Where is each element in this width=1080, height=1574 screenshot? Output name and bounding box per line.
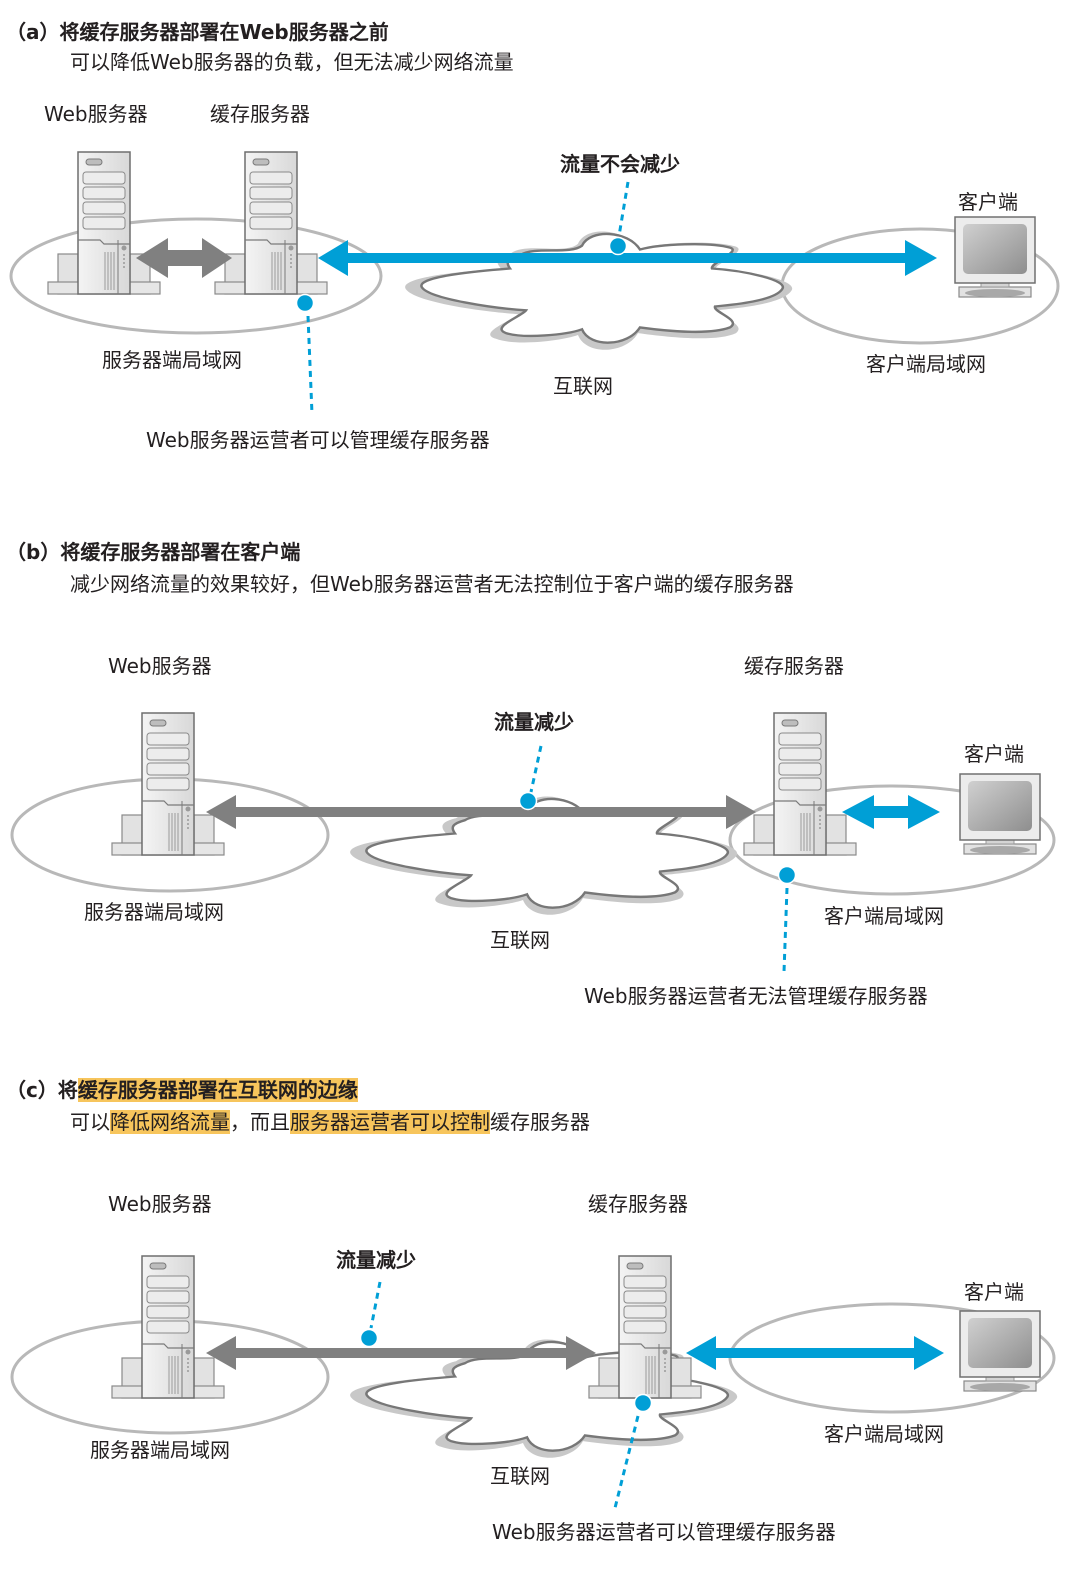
client-lan-label: 客户端局域网	[824, 1422, 944, 1446]
section-a-subtitle: 可以降低Web服务器的负载，但无法减少网络流量	[70, 50, 514, 74]
traffic-note-dot	[518, 791, 538, 811]
internet-cloud	[403, 230, 794, 352]
server-lan-label: 服务器端局域网	[90, 1438, 230, 1462]
operator-note-dot	[633, 1393, 653, 1413]
operator-note-leader	[306, 315, 314, 415]
server-lan-label: 服务器端局域网	[102, 348, 242, 372]
traffic-note-leader	[529, 745, 543, 793]
section-c-subtitle-highlight-1: 降低网络流量	[110, 1110, 230, 1134]
operator-note-leader	[612, 1415, 640, 1513]
section-a-diagram	[9, 151, 1060, 415]
section-a-title: （a）将缓存服务器部署在Web服务器之前	[6, 20, 389, 44]
lan-arrow-blue	[842, 795, 940, 829]
cache-server-label: 缓存服务器	[588, 1192, 688, 1216]
traffic-note: 流量不会减少	[560, 152, 680, 176]
cache-server-icon	[214, 151, 328, 295]
section-c-title-highlight: 缓存服务器部署在互联网的边缘	[77, 1078, 358, 1102]
lan-arrow-blue	[686, 1336, 944, 1370]
web-server-label: Web服务器	[44, 102, 148, 126]
web-server-label: Web服务器	[108, 654, 212, 678]
traffic-note-leader	[617, 181, 630, 237]
server-lan-ellipse	[9, 217, 383, 335]
internet-label: 互联网	[490, 928, 550, 952]
web-server-icon	[47, 151, 161, 295]
client-label: 客户端	[964, 742, 1024, 766]
cache-server-label: 缓存服务器	[210, 102, 310, 126]
internet-label: 互联网	[490, 1464, 550, 1488]
traffic-note-leader	[369, 1281, 382, 1329]
server-lan-label: 服务器端局域网	[84, 900, 224, 924]
section-c-subtitle: 可以降低网络流量，而且服务器运营者可以控制缓存服务器	[70, 1106, 590, 1135]
section-c-subtitle-part3: 缓存服务器	[490, 1110, 590, 1134]
operator-note-dot	[295, 293, 315, 313]
client-label: 客户端	[958, 190, 1018, 214]
section-b-diagram	[10, 712, 1056, 973]
cache-server-icon	[588, 1255, 702, 1399]
traffic-note-dot	[608, 236, 628, 256]
operator-note: Web服务器运营者可以管理缓存服务器	[146, 428, 490, 452]
cache-server-icon	[743, 712, 857, 856]
lan-arrow-gray	[136, 238, 232, 278]
operator-note-leader	[782, 887, 789, 973]
traffic-note-dot	[359, 1328, 379, 1348]
client-lan-label: 客户端局域网	[866, 352, 986, 376]
section-c-diagram	[10, 1255, 1056, 1513]
section-c-subtitle-part1: 可以	[70, 1110, 110, 1134]
section-b-subtitle: 减少网络流量的效果较好，但Web服务器运营者无法控制位于客户端的缓存服务器	[70, 572, 794, 596]
client-monitor-icon	[954, 216, 1036, 298]
client-label: 客户端	[964, 1280, 1024, 1304]
section-c-subtitle-part2: ，而且	[230, 1110, 290, 1134]
client-lan-label: 客户端局域网	[824, 904, 944, 928]
client-monitor-icon	[959, 1310, 1041, 1392]
section-c-title-prefix: （c）将	[6, 1078, 78, 1102]
traffic-note: 流量减少	[336, 1248, 416, 1272]
traffic-note: 流量减少	[494, 710, 574, 734]
section-c-title: （c）将缓存服务器部署在互联网的边缘	[6, 1074, 358, 1103]
operator-note: Web服务器运营者无法管理缓存服务器	[584, 984, 928, 1008]
operator-note: Web服务器运营者可以管理缓存服务器	[492, 1520, 836, 1544]
section-b-title: （b）将缓存服务器部署在客户端	[6, 540, 301, 564]
web-server-label: Web服务器	[108, 1192, 212, 1216]
cache-server-label: 缓存服务器	[744, 654, 844, 678]
web-server-icon	[111, 712, 225, 856]
client-monitor-icon	[959, 773, 1041, 855]
traffic-arrow-gray	[206, 1336, 596, 1370]
operator-note-dot	[777, 865, 797, 885]
section-c-subtitle-highlight-2: 服务器运营者可以控制	[290, 1110, 490, 1134]
client-lan-ellipse	[728, 784, 1056, 896]
internet-label: 互联网	[553, 374, 613, 398]
traffic-arrow-gray	[206, 795, 756, 829]
web-server-icon	[111, 1255, 225, 1399]
traffic-arrow-blue	[318, 240, 937, 276]
